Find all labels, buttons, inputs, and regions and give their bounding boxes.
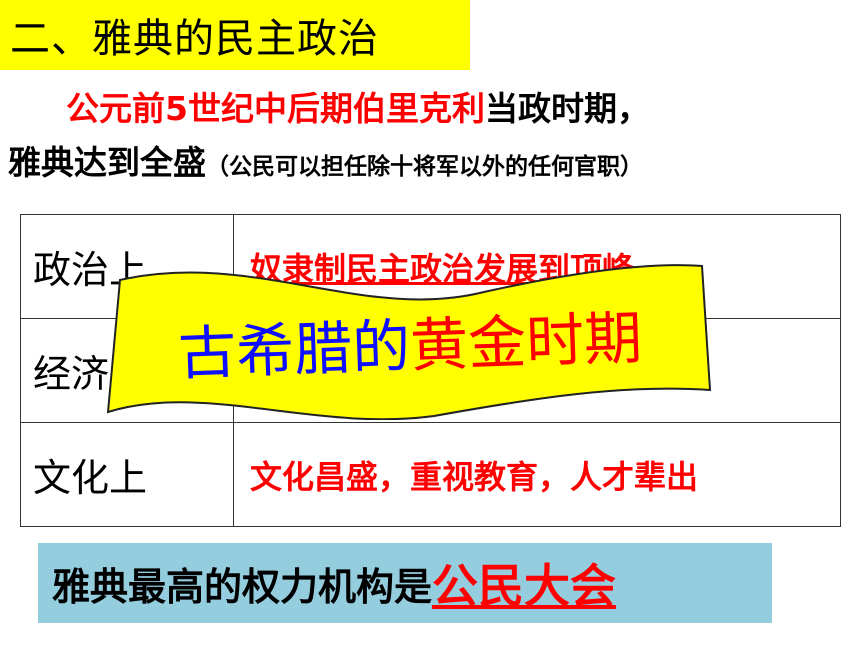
table-row: 文化上 文化昌盛，重视教育，人才辈出	[20, 422, 841, 527]
intro-black-text: 当政时期，	[484, 89, 650, 128]
banner-text-blue: 古希腊的	[177, 312, 412, 389]
banner-wave-shape	[106, 264, 712, 420]
conclusion-text: 雅典最高的权力机构是	[52, 564, 433, 609]
intro-red-text: 公元前5世纪中后期伯里克利	[66, 89, 485, 128]
intro-line2: 雅典达到全盛	[8, 143, 206, 182]
section-title: 二、雅典的民主政治	[10, 16, 379, 62]
row-value: 文化昌盛，重视教育，人才辈出	[233, 422, 841, 527]
banner-text-red: 黄金时期	[408, 303, 644, 380]
row-value: 奴隶制民主政治发展到顶峰	[233, 214, 841, 319]
section-title-box: 二、雅典的民主政治	[0, 0, 470, 70]
conclusion-highlight: 公民大会	[432, 559, 617, 613]
intro-note: （公民可以担任除十将军以外的任何官职）	[206, 154, 643, 180]
banner-text: 古希腊的黄金时期	[101, 251, 718, 430]
intro-paragraph: 公元前5世纪中后期伯里克利当政时期， 雅典达到全盛（公民可以担任除十将军以外的任…	[8, 82, 848, 194]
table-row: 政治上 奴隶制民主政治发展到顶峰	[20, 214, 841, 319]
golden-age-banner: 古希腊的黄金时期	[104, 262, 716, 420]
row-label: 文化上	[20, 422, 234, 527]
conclusion-box: 雅典最高的权力机构是公民大会	[38, 543, 772, 623]
